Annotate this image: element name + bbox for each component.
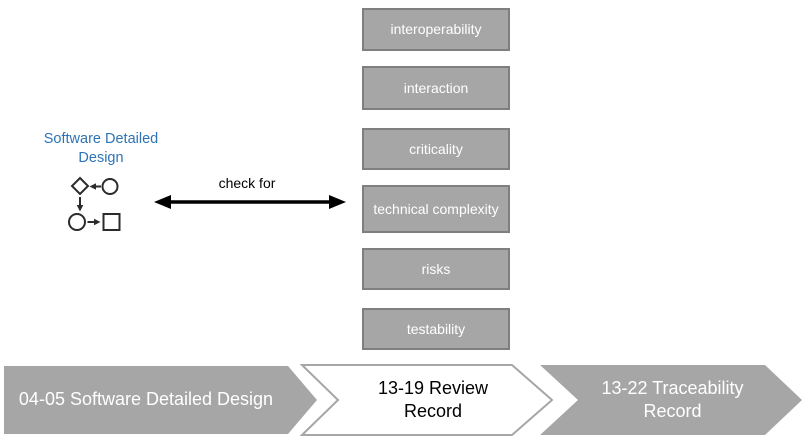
arrow-right-head xyxy=(329,195,346,209)
process-flow-band xyxy=(4,364,802,436)
source-label: Software Detailed Design xyxy=(43,131,159,166)
check-box-criticality: criticality xyxy=(362,128,510,170)
double-headed-arrow-icon xyxy=(154,195,346,209)
check-box-testability: testability xyxy=(362,308,510,350)
check-box-interaction: interaction xyxy=(362,66,510,110)
process-step-shape-2 xyxy=(299,364,554,436)
flow-down-arrowhead xyxy=(76,205,84,212)
connector-label: check for xyxy=(218,175,276,191)
process-step-shape-1 xyxy=(4,366,317,434)
process-step-label-1: 04-05 Software Detailed Design xyxy=(18,389,274,410)
process-step-shape-3 xyxy=(540,365,802,435)
check-box-risks: risks xyxy=(362,248,510,290)
flow-square-shape xyxy=(102,213,121,231)
flow-circle-shape xyxy=(101,178,119,195)
flow-diamond-shape xyxy=(70,176,90,196)
flow-left-arrowhead xyxy=(89,183,96,190)
check-box-interoperability: interoperability xyxy=(362,8,510,51)
process-step-label-3: 13-22 Traceability Record xyxy=(601,377,744,421)
flow-right-arrowhead xyxy=(94,218,101,226)
check-box-technical-complexity: technical complexity xyxy=(362,185,510,233)
mini-flowchart-icon xyxy=(68,176,121,231)
process-step-label-2: 13-19 Review Record xyxy=(377,377,489,421)
flow-circle2-shape xyxy=(68,213,86,231)
arrow-left-head xyxy=(154,195,171,209)
